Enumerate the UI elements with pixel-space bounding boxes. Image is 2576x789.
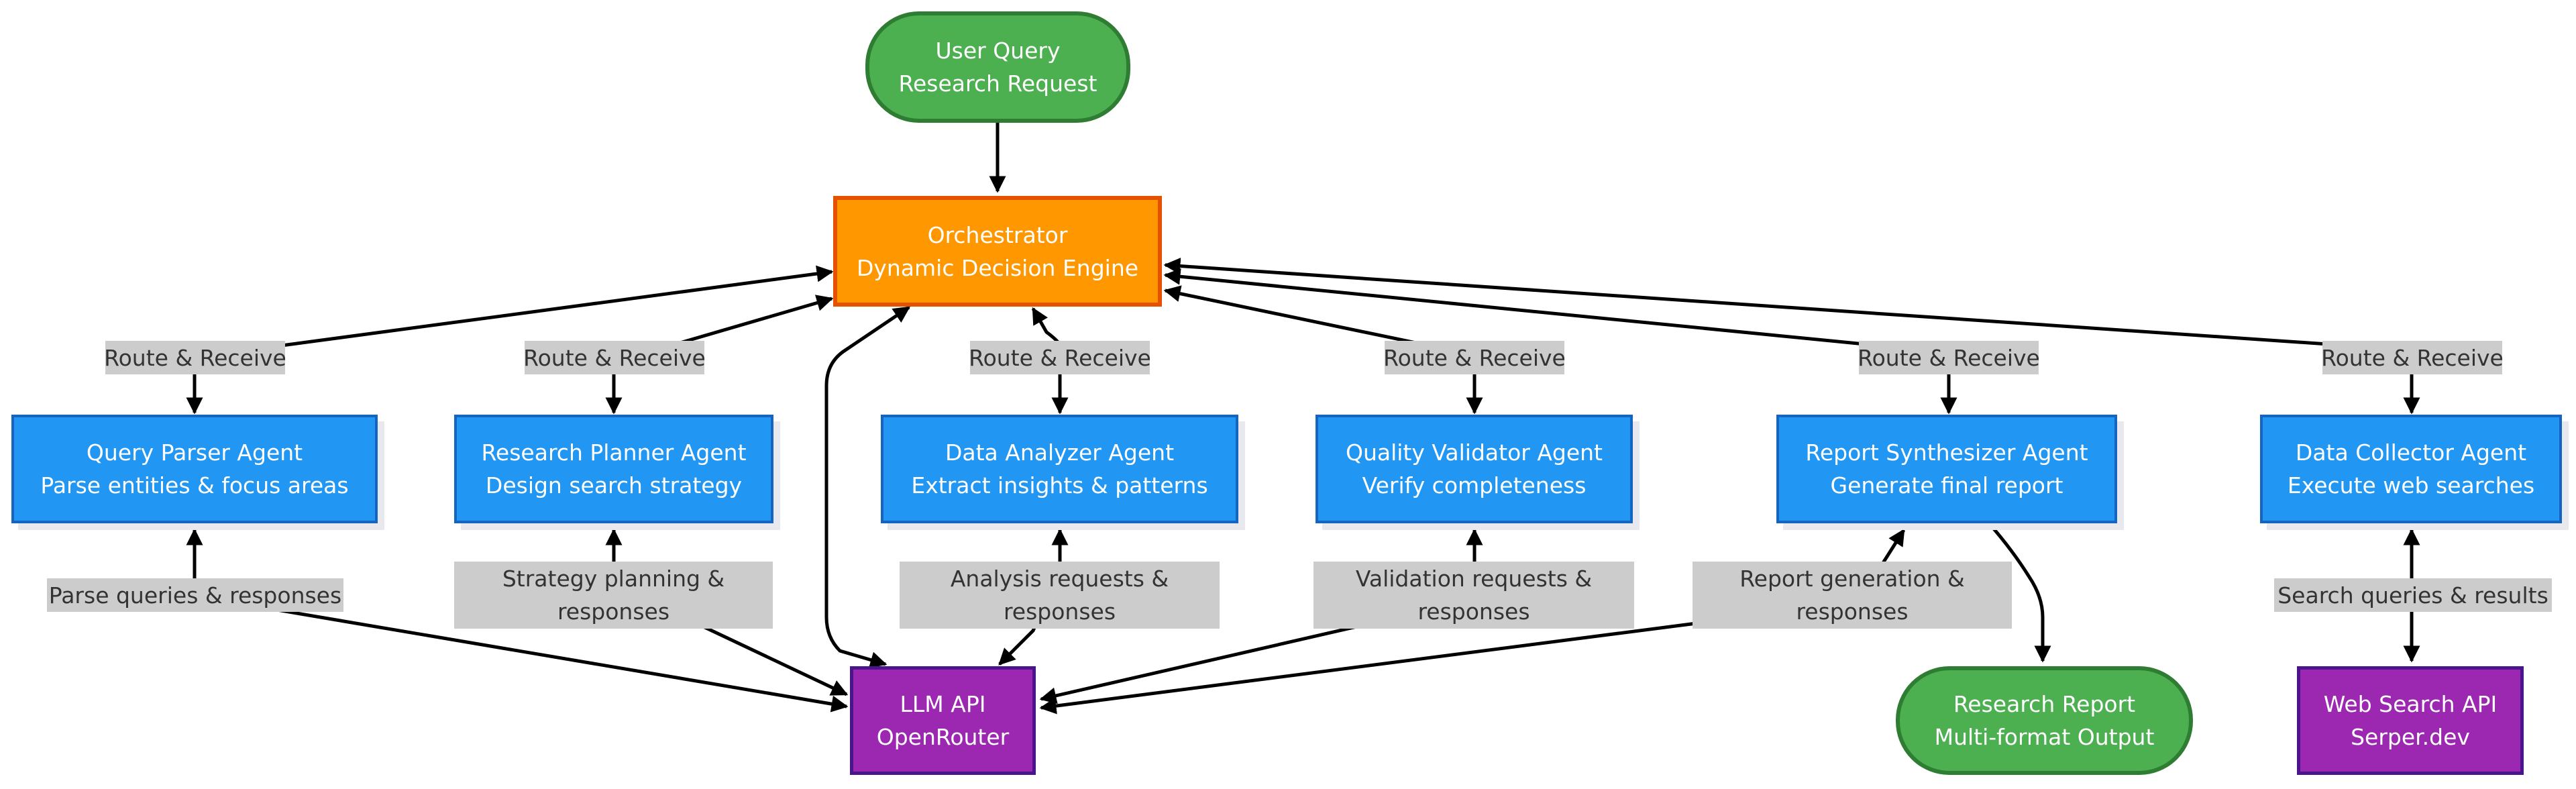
edge-label-report: Report generation & responses bbox=[1693, 562, 2012, 629]
node-report-synthesizer-agent: Report Synthesizer Agent Generate final … bbox=[1776, 415, 2117, 523]
edge-label-validation: Validation requests & responses bbox=[1313, 562, 1634, 629]
edge-label-route-query-parser: Route & Receive bbox=[104, 341, 286, 374]
edge-label-strategy: Strategy planning & responses bbox=[454, 562, 773, 629]
node-research-report: Research Report Multi-format Output bbox=[1896, 666, 2193, 775]
edge-label-parse: Parse queries & responses bbox=[47, 578, 343, 612]
node-llm-api: LLM API OpenRouter bbox=[850, 666, 1036, 775]
edge-label-route-data-analyzer: Route & Receive bbox=[969, 341, 1151, 374]
edge-orch-query-parser bbox=[186, 265, 834, 415]
edge-orch-data-collector bbox=[1163, 258, 2420, 415]
edge-label-search: Search queries & results bbox=[2274, 578, 2552, 612]
edge-label-route-data-collector: Route & Receive bbox=[2321, 341, 2504, 374]
node-user-query: User Query Research Request bbox=[865, 11, 1130, 123]
edge-report-synthesizer-output bbox=[1988, 522, 2051, 663]
node-orchestrator: Orchestrator Dynamic Decision Engine bbox=[833, 196, 1162, 307]
edge-label-route-quality-validator: Route & Receive bbox=[1383, 341, 1566, 374]
edge-label-analysis: Analysis requests & responses bbox=[900, 562, 1220, 629]
edge-label-route-research-planner: Route & Receive bbox=[523, 341, 706, 374]
node-query-parser-agent: Query Parser Agent Parse entities & focu… bbox=[11, 415, 378, 523]
node-research-planner-agent: Research Planner Agent Design search str… bbox=[454, 415, 773, 523]
node-data-analyzer-agent: Data Analyzer Agent Extract insights & p… bbox=[881, 415, 1238, 523]
node-data-collector-agent: Data Collector Agent Execute web searche… bbox=[2260, 415, 2562, 523]
node-web-search-api: Web Search API Serper.dev bbox=[2297, 666, 2524, 775]
edge-label-route-report-synthesizer: Route & Receive bbox=[1858, 341, 2040, 374]
node-quality-validator-agent: Quality Validator Agent Verify completen… bbox=[1316, 415, 1633, 523]
